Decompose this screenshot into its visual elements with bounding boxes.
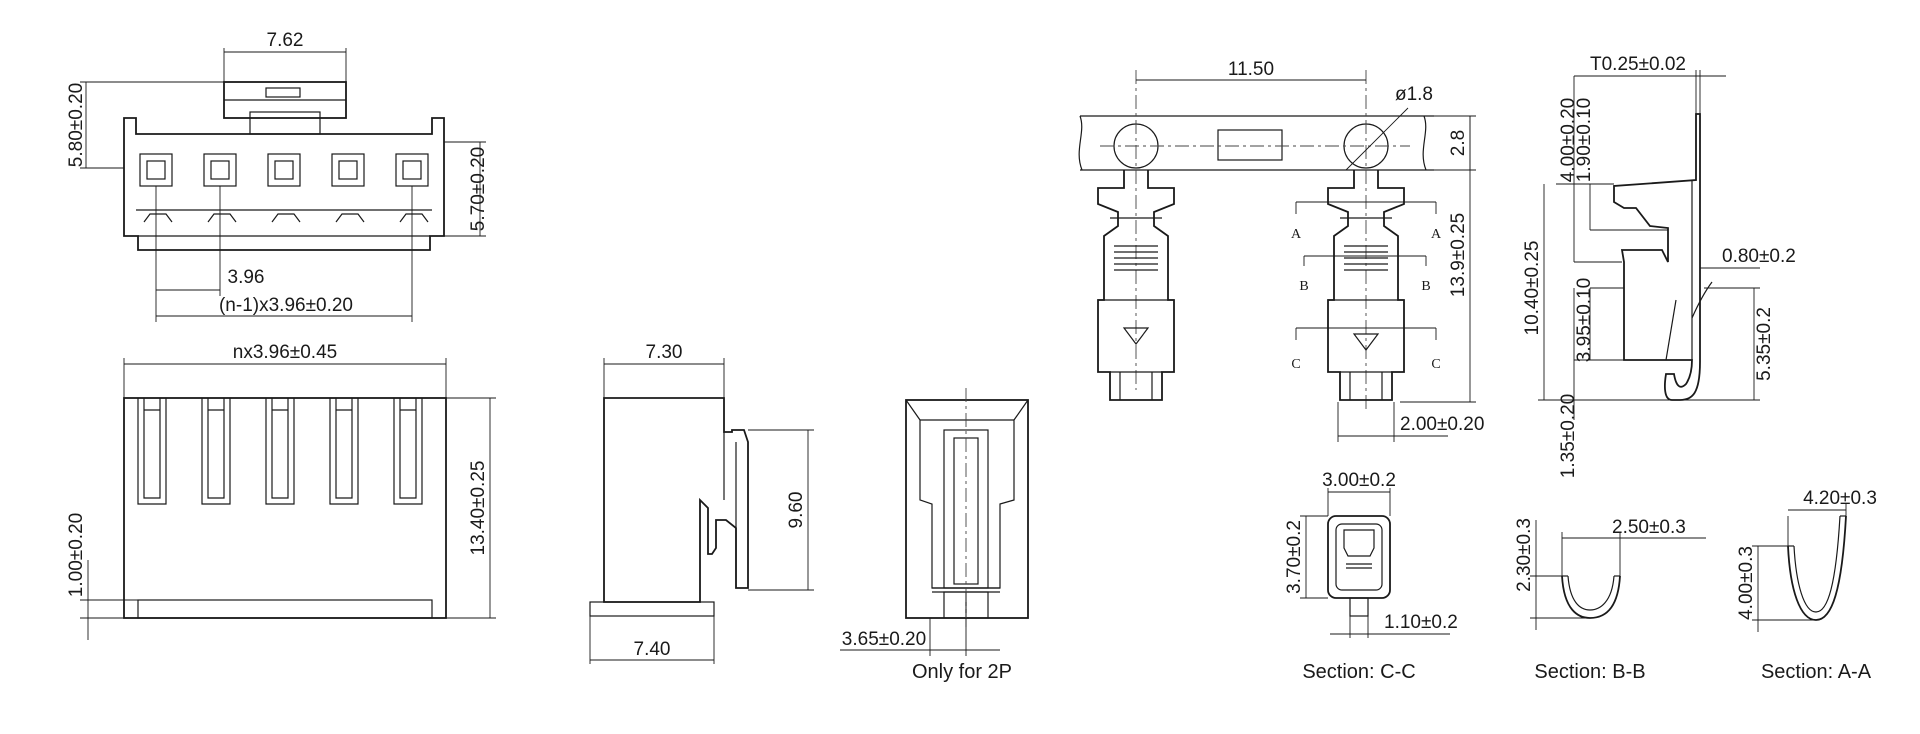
- section-mark-b-right: B: [1421, 279, 1430, 294]
- dim-reel-pitch: 11.50: [1228, 59, 1274, 80]
- section-mark-a-left: A: [1291, 227, 1302, 242]
- section-cc-view: 3.00±0.2 3.70±0.2 1.10±0.2 Section: C-C: [1284, 470, 1458, 683]
- section-mark-c-left: C: [1291, 357, 1300, 372]
- dim-aa-width: 4.20±0.3: [1803, 488, 1877, 509]
- dim-cc-height: 3.70±0.2: [1284, 520, 1305, 594]
- housing-top-view: 7.62 5.80±0.20 5.70±0.20 3.96 (n-1)x3.96…: [66, 30, 489, 322]
- dim-housing-top-pitch: 7.62: [267, 30, 304, 51]
- dim-reel-strip-height: 2.8: [1448, 130, 1469, 156]
- dim-profile-mid: 3.95±0.10: [1574, 278, 1595, 362]
- dim-housing-top-depth: 5.70±0.20: [468, 147, 489, 231]
- caption-section-bb: Section: B-B: [1534, 661, 1645, 683]
- dim-reel-hole-diameter: ø1.8: [1395, 84, 1433, 105]
- dim-profile-total: 10.40±0.25: [1522, 241, 1543, 336]
- dim-side-bottom-width: 7.40: [634, 639, 671, 660]
- dim-side-latch-height: 9.60: [786, 492, 807, 529]
- dim-side-top-width: 7.30: [646, 342, 683, 363]
- dim-two-pole-offset: 3.65±0.20: [842, 629, 926, 650]
- dim-housing-height: 13.40±0.25: [468, 461, 489, 556]
- dim-housing-top-height: 5.80±0.20: [66, 83, 87, 167]
- dim-terminal-tip-width: 2.00±0.20: [1400, 414, 1484, 435]
- two-pole-front-view: 3.65±0.20 Only for 2P: [840, 388, 1029, 683]
- dim-cc-width: 3.00±0.2: [1322, 470, 1396, 491]
- section-mark-a-right: A: [1431, 227, 1442, 242]
- housing-front-view: nx3.96±0.45 13.40±0.25 1.00±0.20: [66, 342, 496, 640]
- dim-profile-top-b: 1.90±0.10: [1574, 98, 1595, 182]
- dim-profile-spring: 0.80±0.2: [1722, 246, 1796, 267]
- dim-housing-width: nx3.96±0.45: [233, 342, 337, 363]
- caption-section-cc: Section: C-C: [1302, 661, 1415, 683]
- dim-cc-tab: 1.10±0.2: [1384, 612, 1458, 633]
- section-mark-b-left: B: [1299, 279, 1308, 294]
- section-bb-view: 2.30±0.3 2.50±0.3 Section: B-B: [1514, 517, 1706, 683]
- dim-profile-body: 5.35±0.2: [1754, 307, 1775, 381]
- terminal-profile-view: T0.25±0.02 4.00±0.20 1.90±0.10 10.40±0.2…: [1522, 54, 1796, 478]
- dim-aa-height: 4.00±0.3: [1736, 546, 1757, 620]
- housing-side-view: 7.30 9.60 7.40: [589, 342, 814, 664]
- dim-bb-height: 2.30±0.3: [1514, 518, 1535, 592]
- dim-bb-width: 2.50±0.3: [1612, 517, 1686, 538]
- dim-profile-thickness: T0.25±0.02: [1590, 54, 1686, 75]
- terminal-reel-view: A A B B C C 11.50 ø1.8 2.8 13.9±0.25 2.0…: [1078, 59, 1484, 442]
- dim-housing-span: (n-1)x3.96±0.20: [219, 295, 353, 316]
- dim-housing-bottom-height: 1.00±0.20: [66, 513, 87, 597]
- dim-profile-top-a: 4.00±0.20: [1558, 98, 1579, 182]
- section-mark-c-right: C: [1431, 357, 1440, 372]
- section-aa-view: 4.20±0.3 4.00±0.3 Section: A-A: [1736, 488, 1877, 683]
- dim-profile-bottom: 1.35±0.20: [1558, 394, 1579, 478]
- caption-section-aa: Section: A-A: [1761, 661, 1872, 683]
- caption-only-2p: Only for 2P: [912, 661, 1012, 683]
- dim-terminal-length: 13.9±0.25: [1448, 213, 1469, 297]
- dim-housing-pitch: 3.96: [228, 267, 265, 288]
